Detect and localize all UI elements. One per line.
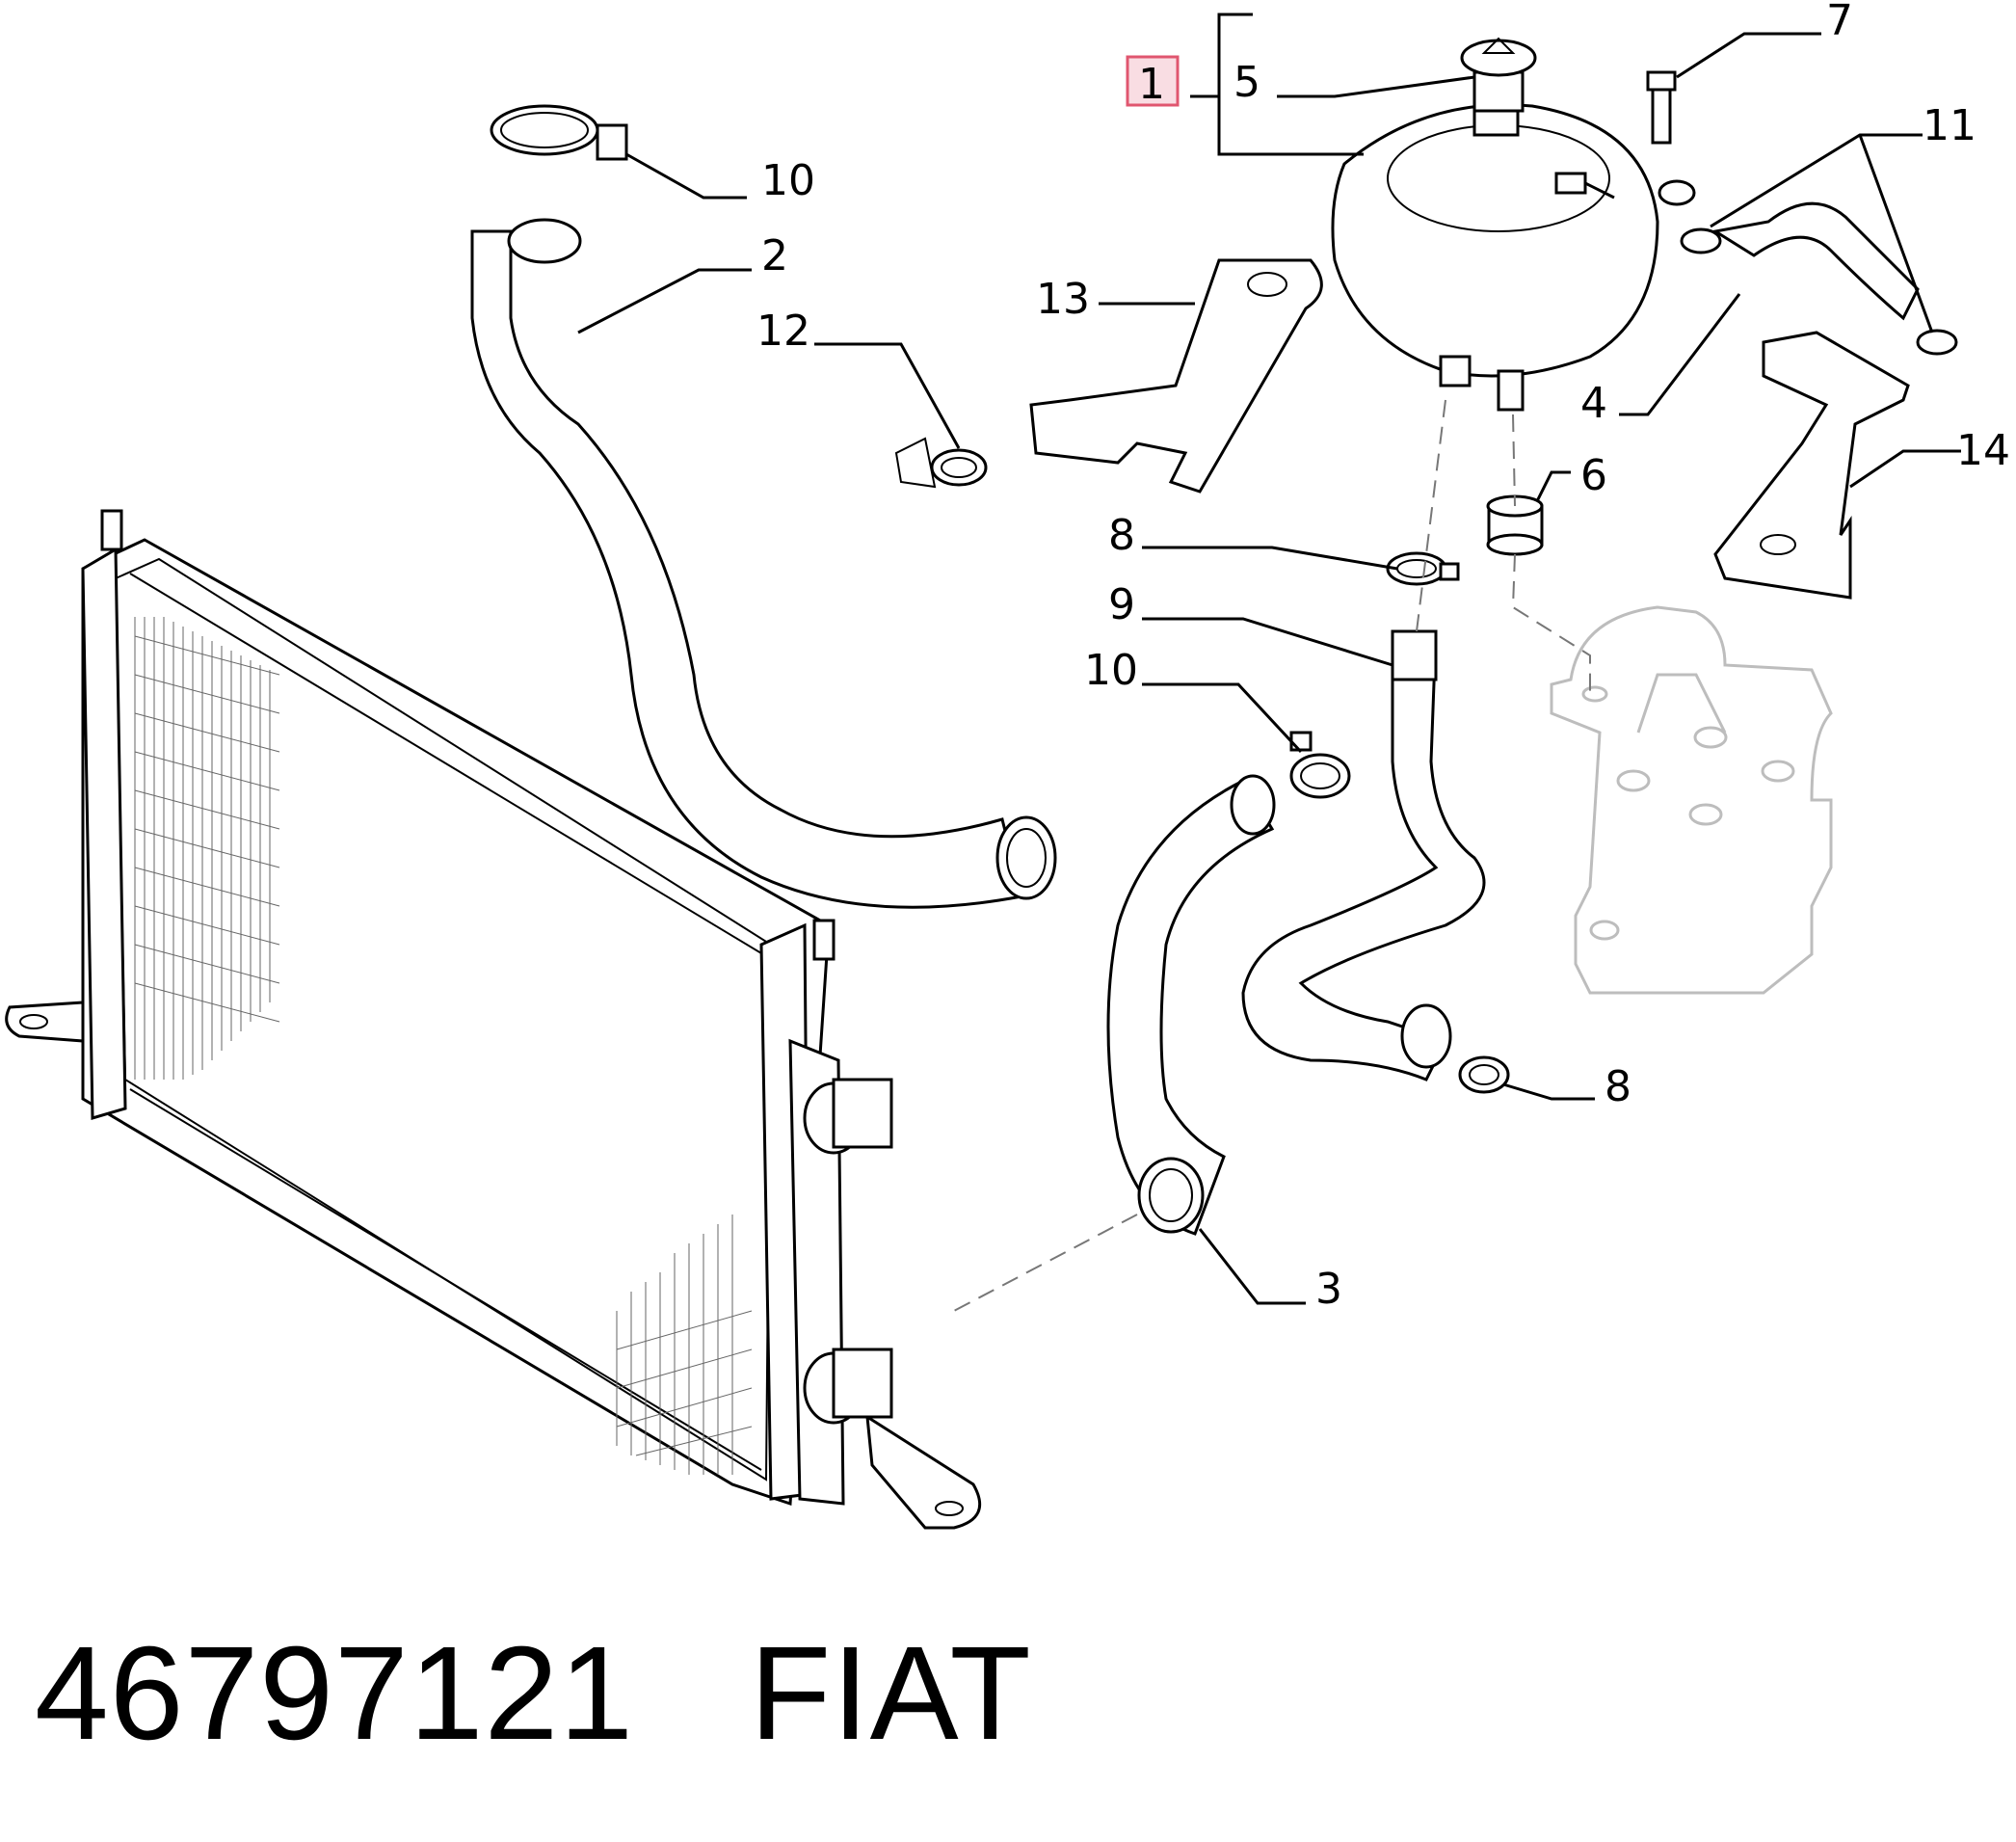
callout-2[interactable]: 2 <box>761 231 788 280</box>
vent-hose <box>1711 201 1920 321</box>
engine-mount-reference <box>1550 605 1833 995</box>
leader-lines <box>577 13 1961 1305</box>
part-caption: 46797121 FIAT <box>35 1617 1032 1771</box>
grommet <box>1486 494 1544 556</box>
expansion-tank <box>1331 37 1696 412</box>
clamp-12 <box>894 437 988 489</box>
upper-radiator-hose <box>470 218 1057 909</box>
callout-4[interactable]: 4 <box>1580 379 1607 428</box>
callout-1[interactable]: 1 <box>1138 60 1165 109</box>
callout-6[interactable]: 6 <box>1580 451 1607 500</box>
lower-radiator-hose <box>1106 774 1276 1236</box>
assembly-lines <box>953 399 1591 1312</box>
clamp-11 <box>1680 227 1958 356</box>
callout-8-lower[interactable]: 8 <box>1605 1062 1631 1111</box>
part-number: 46797121 <box>35 1619 634 1768</box>
callout-14[interactable]: 14 <box>1956 426 2010 475</box>
bracket-left <box>1029 258 1323 494</box>
overflow-hose <box>1241 629 1486 1081</box>
callout-13[interactable]: 13 <box>1036 275 1090 324</box>
clamp-10-lower <box>1289 731 1351 799</box>
callout-11[interactable]: 11 <box>1923 101 1976 150</box>
clamp-8-upper <box>1386 551 1460 586</box>
callout-1-highlight-border <box>1126 55 1180 107</box>
callout-3[interactable]: 3 <box>1315 1265 1342 1314</box>
callout-5[interactable]: 5 <box>1233 58 1260 107</box>
callout-9[interactable]: 9 <box>1108 580 1135 629</box>
callout-12[interactable]: 12 <box>756 307 810 356</box>
clamp-10-upper <box>490 104 628 161</box>
callout-labels: 1 5 7 10 2 11 13 12 4 14 6 8 9 10 8 3 <box>756 0 2010 1314</box>
brand-name: FIAT <box>750 1619 1032 1768</box>
bracket-right <box>1713 331 1910 600</box>
bolt <box>1646 70 1677 145</box>
callout-8-upper[interactable]: 8 <box>1108 511 1135 560</box>
callout-10-lower[interactable]: 10 <box>1084 646 1138 695</box>
clamp-8-lower <box>1458 1055 1510 1094</box>
radiator <box>5 509 982 1530</box>
callout-7[interactable]: 7 <box>1826 0 1853 45</box>
callout-10-upper[interactable]: 10 <box>761 156 815 205</box>
